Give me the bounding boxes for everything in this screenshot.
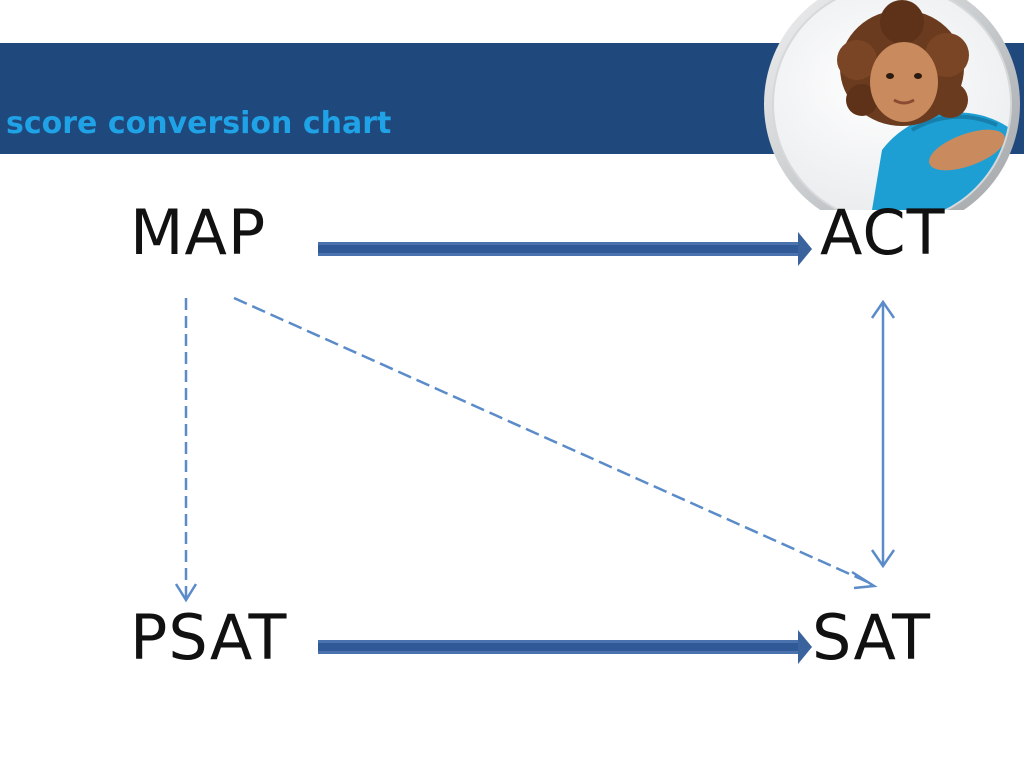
content-panel: [110, 154, 973, 768]
node-act: ACT: [820, 196, 946, 269]
node-map: MAP: [130, 196, 267, 269]
arrow-map-to-act: [318, 232, 812, 266]
node-psat: PSAT: [130, 601, 288, 674]
arrow-map-to-psat: [174, 298, 198, 603]
arrow-map-to-sat: [233, 296, 878, 590]
slide-title: score conversion chart: [6, 106, 392, 141]
node-sat: SAT: [812, 601, 931, 674]
arrow-act-sat-bidirectional: [870, 299, 896, 569]
arrow-psat-to-sat: [318, 630, 812, 664]
photo-badge-image: [764, 0, 1020, 210]
